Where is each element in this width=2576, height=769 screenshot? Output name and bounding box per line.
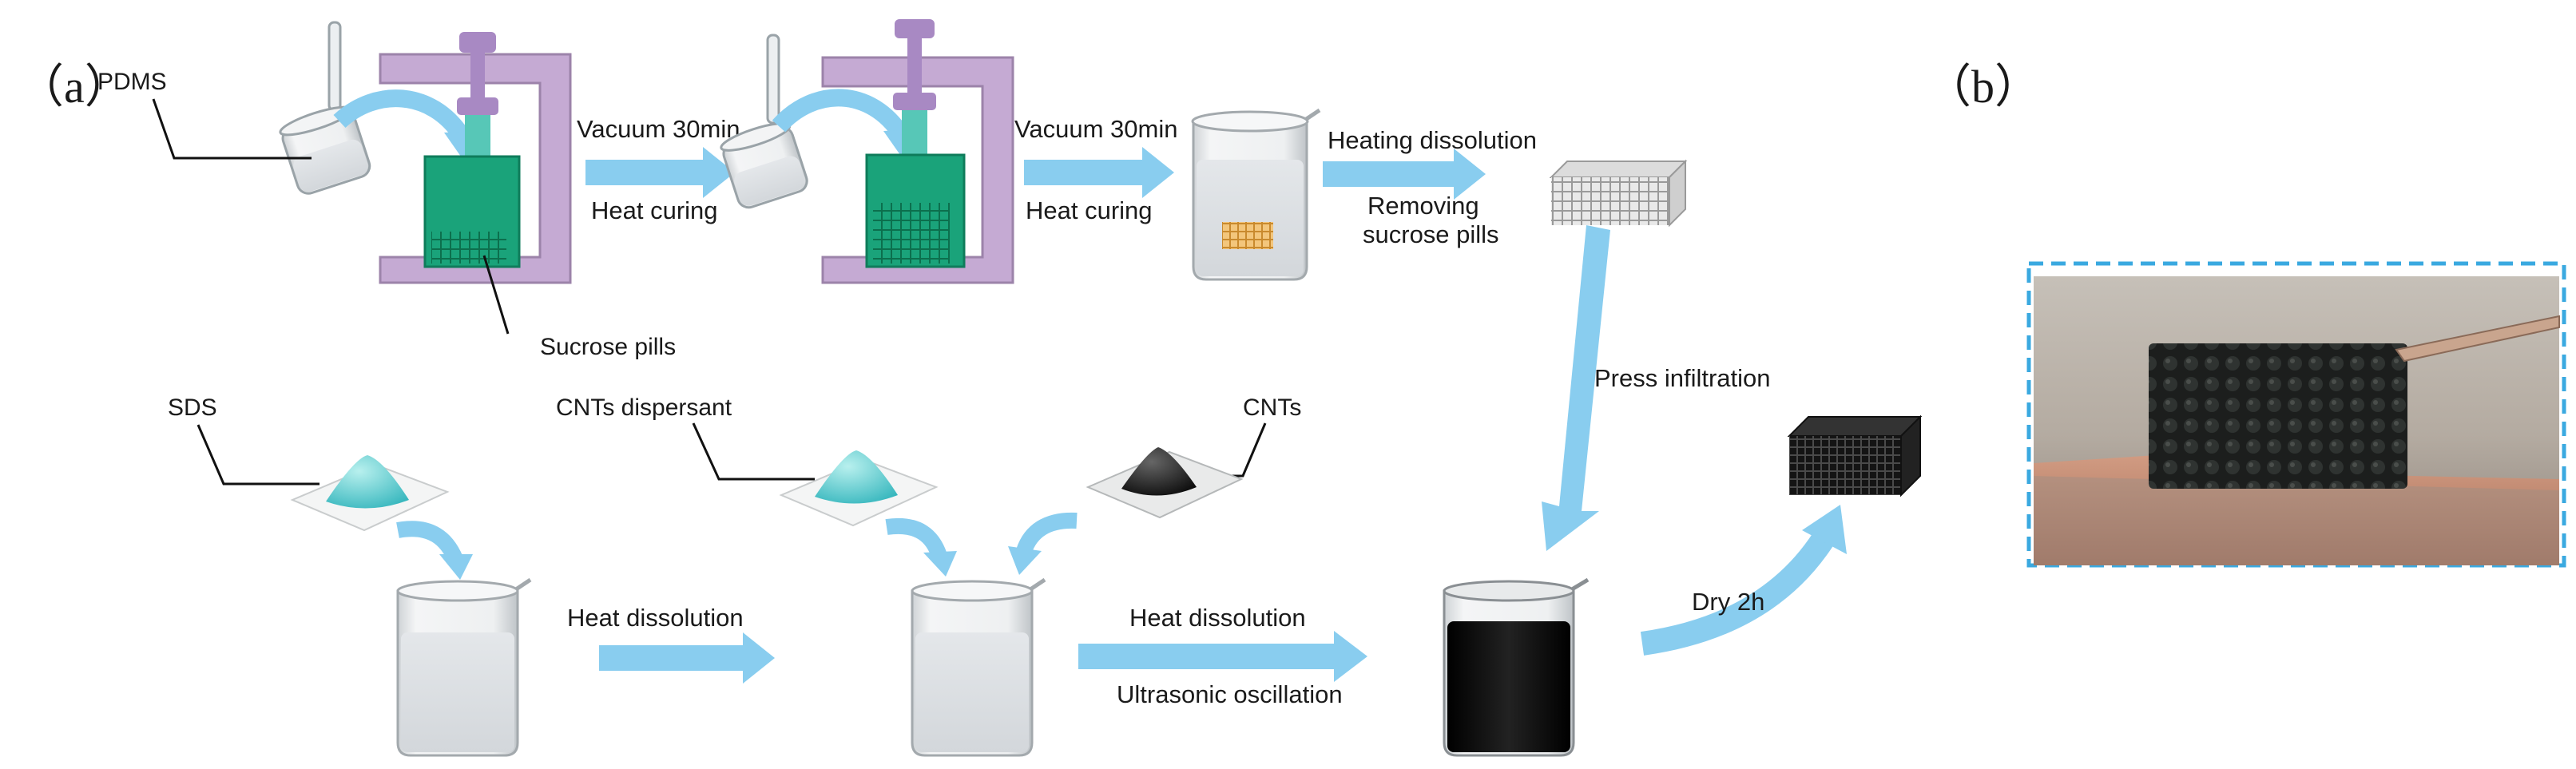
pdms-bottle-2 xyxy=(720,34,808,209)
clamp-mold-2 xyxy=(821,19,1014,284)
cnts-dispersant-label: CNTs dispersant xyxy=(556,394,732,421)
pdms-label: PDMS xyxy=(97,69,167,95)
panel-label-b: （b） xyxy=(1925,61,2041,113)
arrow-heating-dissolution xyxy=(1323,149,1486,200)
beaker-cnt-ink xyxy=(1443,577,1590,757)
cnts-dispersant-paper xyxy=(779,450,939,527)
step-removing-line1: Removing xyxy=(1367,192,1479,220)
beaker-heating-dissolution xyxy=(1191,108,1321,281)
beaker-sds xyxy=(396,577,532,757)
sucrose-pills-label: Sucrose pills xyxy=(540,334,676,360)
step-removing-line2: sucrose pills xyxy=(1363,220,1499,248)
step-heat-curing-2: Heat curing xyxy=(1026,196,1153,224)
sample-photo xyxy=(2026,261,2566,568)
cnts-to-beaker-arrow-head xyxy=(1008,546,1042,575)
step-heat-dissolution-1: Heat dissolution xyxy=(567,604,744,632)
sucrose-leader xyxy=(482,255,510,335)
pdms-scaffold xyxy=(1549,159,1688,228)
clamp-mold-1 xyxy=(379,32,572,284)
pour-arrow-1 xyxy=(333,89,470,141)
step-vacuum-2: Vacuum 30min xyxy=(1014,115,1177,143)
step-heating-dissolution: Heating dissolution xyxy=(1328,126,1537,154)
arrow-heat-dissolution-1 xyxy=(599,632,775,684)
arrow-heat-dissolution-2 xyxy=(1078,631,1367,682)
panel-label-a: （a） xyxy=(18,61,131,113)
pour-arrow-2 xyxy=(772,89,909,140)
arrow-vacuum-2 xyxy=(1024,147,1174,198)
cnts-label: CNTs xyxy=(1243,394,1301,421)
step-ultrasonic-oscillation: Ultrasonic oscillation xyxy=(1117,680,1343,708)
pdms-leader-line xyxy=(152,98,312,160)
dispersant-to-beaker-arrow-head xyxy=(923,551,957,577)
cnts-to-beaker-arrow xyxy=(1016,512,1078,554)
sds-powder-paper xyxy=(290,455,450,532)
sds-leader xyxy=(196,424,320,486)
sds-to-beaker-arrow-head xyxy=(439,554,473,580)
arrow-vacuum-1 xyxy=(585,147,735,198)
sds-to-beaker-arrow xyxy=(396,521,463,563)
arrow-dry-head xyxy=(1802,505,1847,554)
cnts-powder-paper xyxy=(1086,447,1244,519)
cnt-pdms-scaffold xyxy=(1787,414,1923,497)
pdms-bottle-1 xyxy=(279,21,371,195)
beaker-dispersion xyxy=(911,577,1046,757)
arrow-press-infiltration xyxy=(1542,225,1610,551)
step-press-infiltration: Press infiltration xyxy=(1594,364,1771,392)
step-vacuum-1: Vacuum 30min xyxy=(577,115,740,143)
step-dry: Dry 2h xyxy=(1692,588,1764,616)
step-heat-dissolution-2: Heat dissolution xyxy=(1129,604,1306,632)
cnts-dispersant-leader xyxy=(692,422,815,481)
step-heat-curing-1: Heat curing xyxy=(591,196,718,224)
dispersant-to-beaker-arrow xyxy=(885,517,947,559)
arrow-dry xyxy=(1640,533,1833,656)
sds-label: SDS xyxy=(168,394,217,421)
